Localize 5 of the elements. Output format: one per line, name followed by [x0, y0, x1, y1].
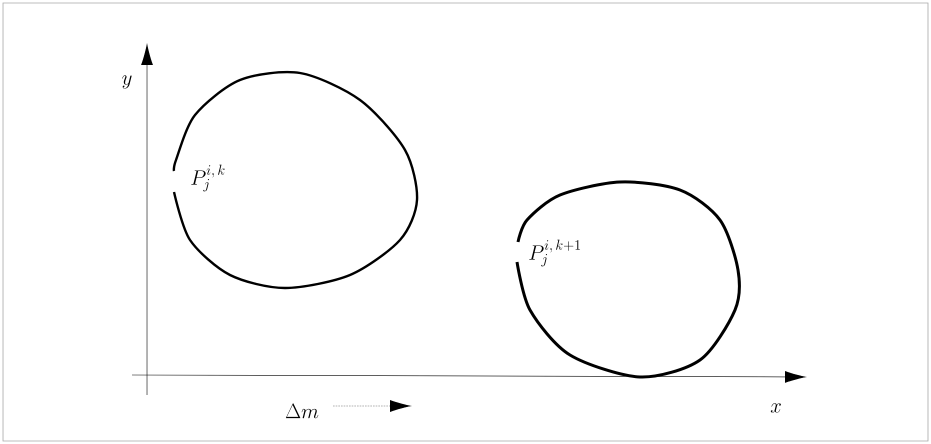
- axis-label: $y$: [122, 75, 132, 89]
- axis-label: $P_j^{i,\,k}$: [191, 164, 225, 192]
- axis-label: $x$: [770, 403, 781, 413]
- axis-label: $\Delta m$: [286, 403, 318, 418]
- axis-label: $P_j^{i,\,k+1}$: [529, 240, 580, 266]
